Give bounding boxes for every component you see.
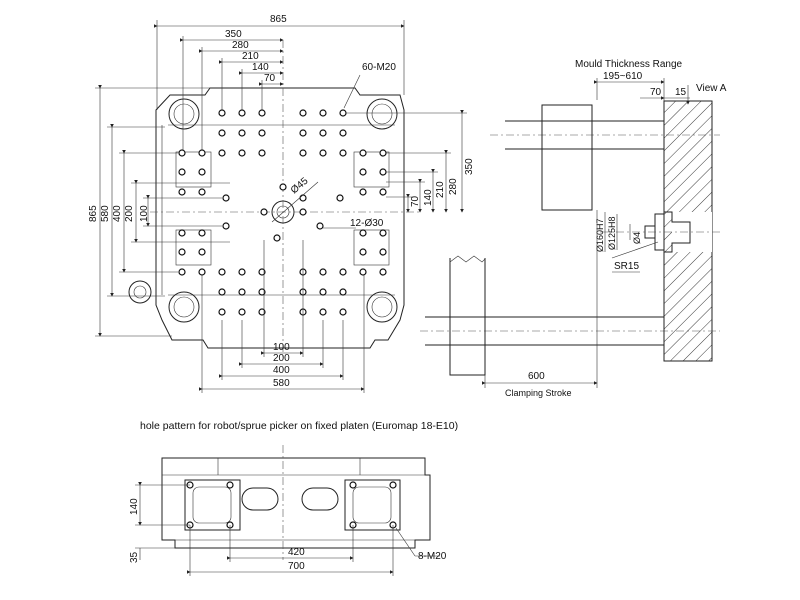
dim-400-bottom: 400 (273, 365, 290, 376)
label-8-m20: 8-M20 (418, 551, 447, 562)
robot-pattern-caption: hole pattern for robot/sprue picker on f… (140, 420, 458, 432)
dim-35-robot: 35 (129, 551, 140, 563)
dim-580-bottom: 580 (273, 378, 290, 389)
dim-580-left: 580 (100, 205, 111, 222)
view-a-label: View A (696, 83, 727, 94)
mould-range-value: 195~610 (603, 71, 643, 82)
moving-platen (541, 104, 593, 211)
label-12-phi30: 12-Ø30 (350, 218, 384, 229)
dim-phi4: Ø4 (632, 232, 642, 244)
mould-range-title: Mould Thickness Range (575, 59, 683, 70)
dim-200-left: 200 (124, 205, 135, 222)
platen-front-view: 865 350 280 210 140 70 865 580 (88, 14, 475, 393)
dim-70-section: 70 (650, 87, 662, 98)
stroke-label: Clamping Stroke (505, 388, 572, 398)
dim-280-right: 280 (448, 178, 459, 195)
dim-700-robot: 700 (288, 561, 305, 572)
dims-bottom: 100 200 400 580 (199, 240, 365, 393)
stroke-value: 600 (528, 371, 545, 382)
slot-left (241, 487, 279, 511)
dim-phi125: Ø125H8 (607, 216, 617, 250)
side-section-view: Mould Thickness Range 195~610 70 15 View… (420, 59, 727, 398)
dims-left: 865 580 400 200 100 (88, 85, 230, 337)
dim-400-left: 400 (112, 205, 123, 222)
dim-865-top: 865 (270, 14, 287, 25)
ejector-lug (128, 280, 152, 304)
platen-inner-outline (161, 124, 395, 296)
dim-210-top: 210 (242, 51, 259, 62)
dim-sr15: SR15 (614, 261, 639, 272)
window-tl (175, 229, 212, 266)
tie-bar-hole-br (366, 291, 398, 323)
robot-hole-pattern-view: 140 35 420 700 8-M20 (129, 445, 447, 576)
window-bl (175, 151, 212, 188)
label-phi45: Ø45 (289, 175, 311, 196)
dims-right: 350 280 210 140 70 (346, 110, 475, 213)
dim-210-right: 210 (435, 181, 446, 198)
slot-right (301, 487, 339, 511)
dim-70-right: 70 (410, 195, 421, 207)
platen-outline (155, 87, 405, 349)
dim-200-bottom: 200 (273, 353, 290, 364)
window-br (353, 229, 390, 266)
dim-phi160: Ø160H7 (595, 218, 605, 252)
dim-70-top: 70 (264, 73, 276, 84)
dims-top: 865 350 280 210 140 70 (154, 14, 405, 150)
dim-140-right: 140 (423, 189, 434, 206)
dim-100-bottom: 100 (273, 342, 290, 353)
dim-420-robot: 420 (288, 547, 305, 558)
dim-865-left: 865 (88, 205, 99, 222)
window-tr (353, 151, 390, 188)
tie-bar-hole-tr (366, 98, 398, 130)
dim-350-top: 350 (225, 29, 242, 40)
dim-350-right: 350 (464, 158, 475, 175)
pad-right (344, 479, 401, 531)
tie-bar-holes (128, 98, 398, 323)
pad-left (184, 479, 241, 531)
dim-280-top: 280 (232, 40, 249, 51)
label-60-m20: 60-M20 (362, 62, 396, 73)
dim-140-robot: 140 (129, 498, 140, 515)
tie-bar-hole-bl (168, 291, 200, 323)
tie-bar-hole-tl (168, 98, 200, 130)
dim-140-top: 140 (252, 62, 269, 73)
dim-15-section: 15 (675, 87, 687, 98)
dim-100-left: 100 (139, 205, 150, 222)
